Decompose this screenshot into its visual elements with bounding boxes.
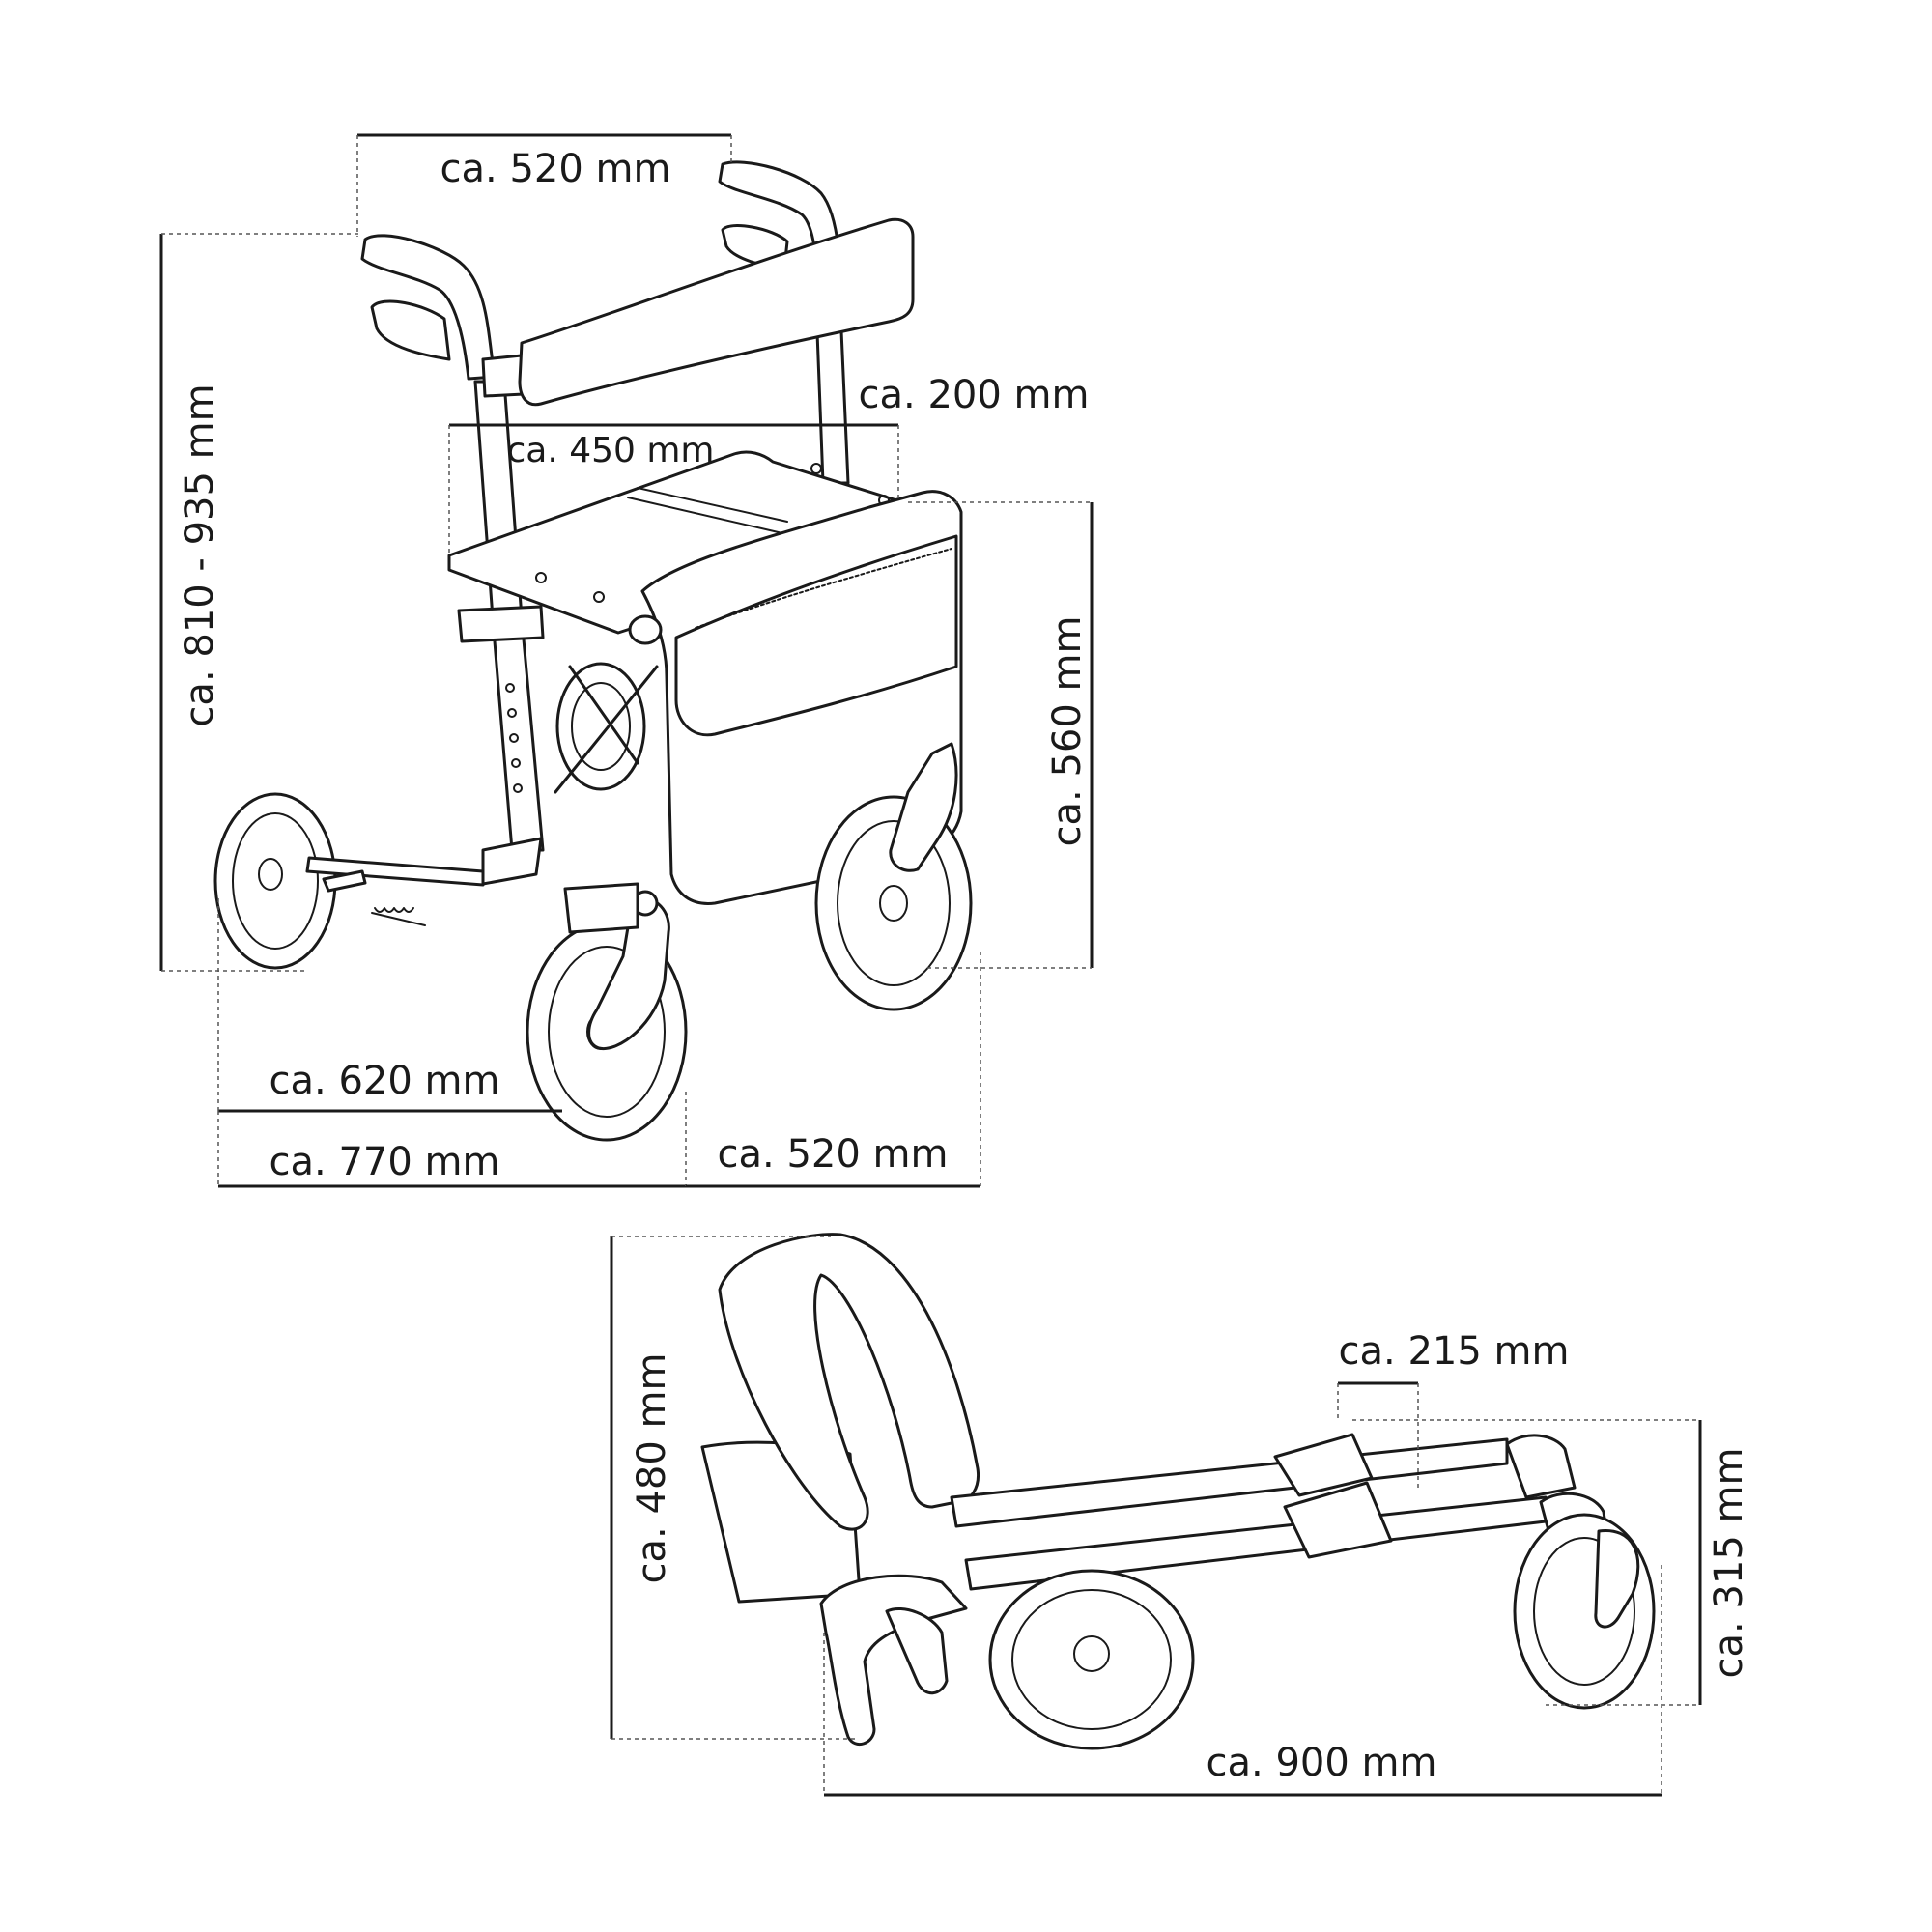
dim-label-folded-height: ca. 480 mm bbox=[630, 1353, 674, 1584]
dim-label-side-height: ca. 315 mm bbox=[1707, 1448, 1751, 1679]
seat-rivet bbox=[535, 572, 547, 583]
rear-right-wheel bbox=[555, 662, 646, 791]
dim-label-seat-width: ca. 450 mm bbox=[506, 431, 714, 470]
dim-label-fold-width: ca. 215 mm bbox=[1339, 1329, 1570, 1374]
folded-rear-wheel bbox=[988, 1569, 1195, 1750]
bag-flap bbox=[674, 534, 958, 737]
brake-bracket bbox=[481, 837, 543, 886]
rear-left-wheel bbox=[213, 792, 337, 970]
dim-label-handle-width: ca. 520 mm bbox=[440, 147, 671, 191]
folding-cross-brace bbox=[554, 665, 659, 794]
footrest-lever bbox=[322, 869, 367, 893]
dim-label-seat-height: ca. 560 mm bbox=[1045, 616, 1090, 847]
dim-label-length: ca. 770 mm bbox=[270, 1140, 500, 1184]
front-right-wheel bbox=[814, 742, 973, 1011]
left-brake-lever bbox=[370, 299, 451, 361]
seat-rivet bbox=[810, 463, 822, 474]
dim-label-height: ca. 810 - 935 mm bbox=[178, 384, 222, 726]
backrest-hinge bbox=[481, 354, 526, 398]
dim-label-backrest-depth: ca. 200 mm bbox=[859, 373, 1090, 417]
height-adjust-holes bbox=[505, 683, 523, 793]
folded-rollator-drawing bbox=[700, 1233, 1656, 1750]
front-right-fork bbox=[889, 742, 958, 872]
folded-dimensions: ca. 480 mm ca. 215 mm ca. 315 mm ca. 900… bbox=[610, 1236, 1751, 1797]
folded-hinge-block bbox=[1273, 1433, 1374, 1497]
seat-knob bbox=[628, 614, 663, 645]
front-frame-junction bbox=[563, 882, 639, 934]
height-clamp bbox=[457, 605, 545, 643]
upright-dimensions: ca. 520 mm ca. 810 - 935 mm ca. 200 mm c… bbox=[159, 133, 1094, 1188]
dim-label-inner-width: ca. 620 mm bbox=[270, 1059, 500, 1103]
folded-front-fork bbox=[1594, 1528, 1640, 1629]
front-left-fork bbox=[587, 895, 670, 1051]
backrest-strap bbox=[518, 217, 915, 407]
seat-center-seam bbox=[627, 487, 788, 534]
folded-backrest-loop bbox=[718, 1233, 980, 1531]
dim-label-folded-length: ca. 900 mm bbox=[1207, 1741, 1437, 1785]
folded-hinge-block-lower bbox=[1283, 1481, 1393, 1559]
folded-front-joint bbox=[1505, 1434, 1577, 1499]
dim-label-depth: ca. 520 mm bbox=[718, 1132, 949, 1177]
spring-mechanism bbox=[371, 907, 426, 926]
front-left-wheel bbox=[526, 890, 688, 1142]
seat-rivet bbox=[593, 591, 605, 603]
folded-front-wheel bbox=[1513, 1513, 1656, 1710]
folded-brake-lever bbox=[885, 1606, 949, 1695]
upright-rollator-drawing bbox=[213, 160, 973, 1142]
bag-zipper bbox=[695, 548, 952, 629]
